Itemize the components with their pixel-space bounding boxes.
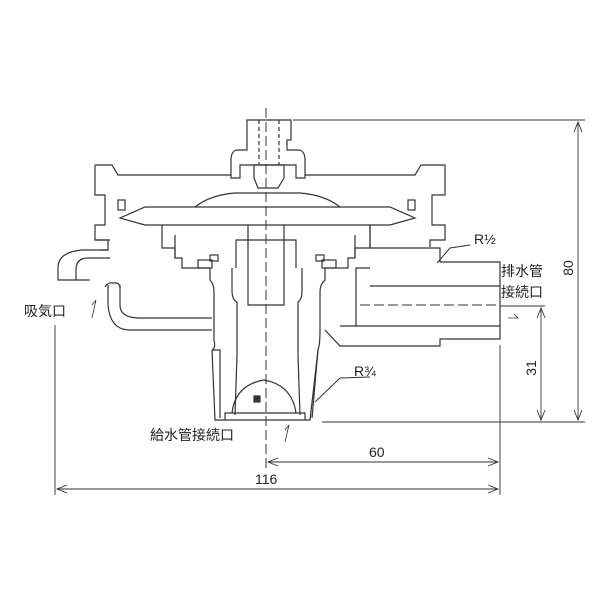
diaphragm xyxy=(118,206,417,226)
intake-pipe xyxy=(57,249,110,281)
top-nut xyxy=(230,119,306,179)
upper-body xyxy=(94,164,446,247)
drain-pipe xyxy=(324,225,501,347)
central-body xyxy=(209,268,326,419)
drain-port-label-2: 接続口 xyxy=(501,284,543,300)
supply-thread-label: R¾ xyxy=(354,363,376,379)
drain-port-label-1: 排水管 xyxy=(501,263,543,279)
dim-31-value: 31 xyxy=(522,360,539,376)
stem xyxy=(247,225,285,306)
dim-80-value: 80 xyxy=(559,260,576,276)
supply-outlet xyxy=(211,349,319,421)
supply-port-label: 給水管接続口 xyxy=(150,427,234,443)
intake-port-label: 吸気口 xyxy=(24,303,66,319)
drain-thread-label: R½ xyxy=(474,231,496,247)
dim-60-value: 60 xyxy=(369,444,385,460)
dim-116-value: 116 xyxy=(255,471,278,487)
